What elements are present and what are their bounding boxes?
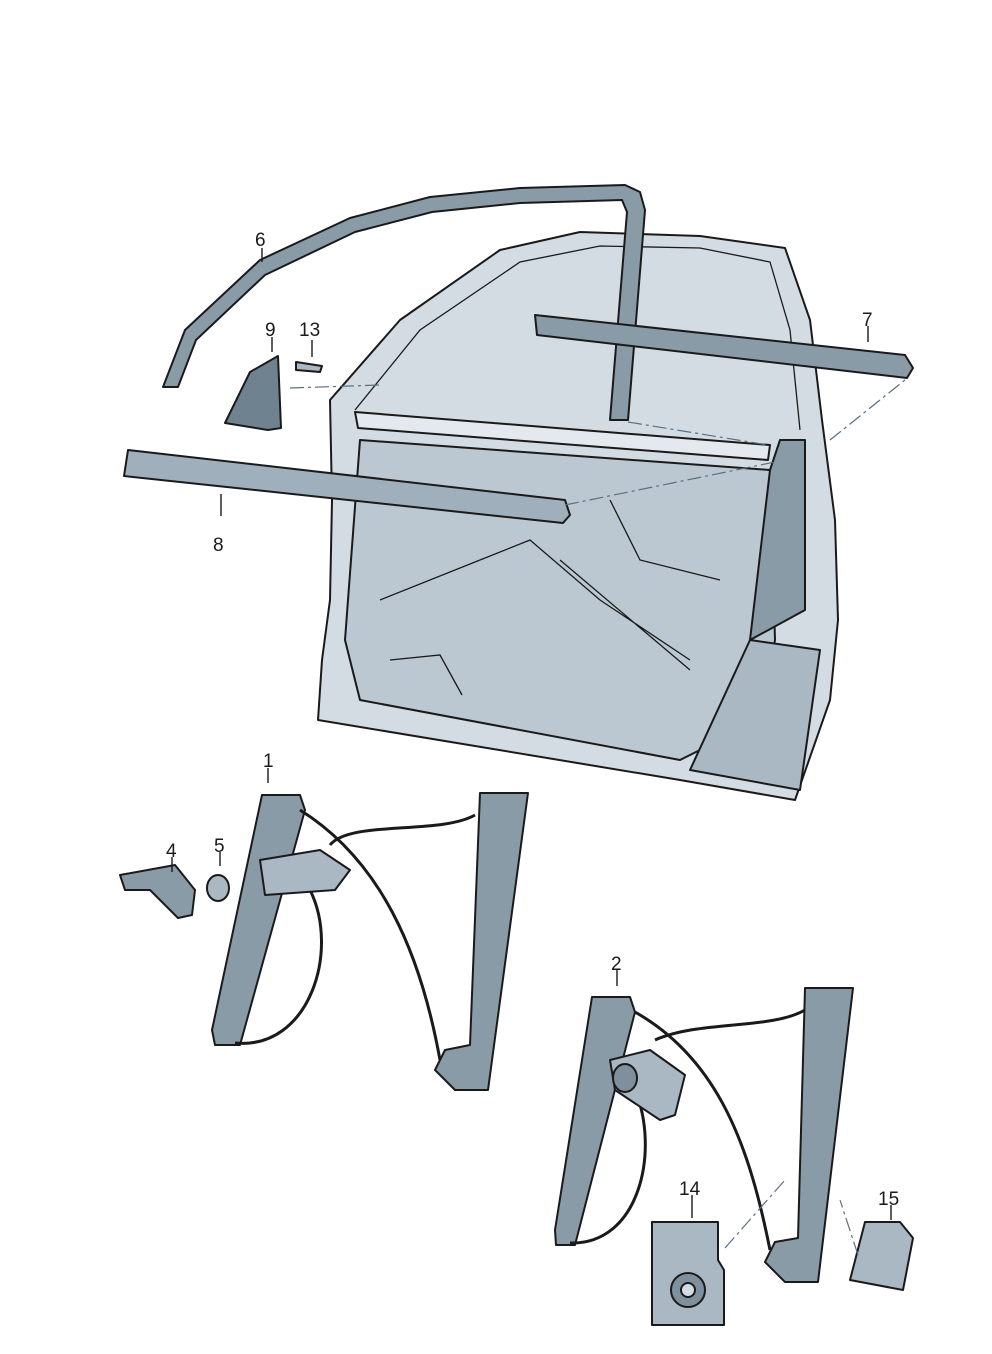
callout-14: 14 <box>679 1179 701 1200</box>
callout-1: 1 <box>263 751 274 772</box>
part-9-cover[interactable] <box>224 355 282 431</box>
callout-4: 4 <box>166 841 177 862</box>
callout-15: 15 <box>878 1189 899 1210</box>
part-7-outer-strip[interactable] <box>534 314 914 379</box>
part-15-control-unit[interactable] <box>849 1221 914 1291</box>
callout-2: 2 <box>611 954 622 975</box>
part-13-screw[interactable] <box>295 361 323 373</box>
part-8-inner-strip[interactable] <box>123 449 571 524</box>
part-6-frame-seal[interactable] <box>162 184 646 421</box>
callout-7: 7 <box>862 310 873 331</box>
part-1-window-regulator[interactable] <box>119 792 529 1091</box>
door-shell <box>317 231 839 801</box>
callout-5: 5 <box>214 836 225 857</box>
callout-9: 9 <box>265 320 276 341</box>
callout-8: 8 <box>213 535 224 556</box>
part-14-motor[interactable] <box>651 1221 725 1326</box>
callout-6: 6 <box>255 230 266 251</box>
part-2-window-regulator[interactable] <box>554 987 854 1283</box>
callout-13: 13 <box>299 320 320 341</box>
